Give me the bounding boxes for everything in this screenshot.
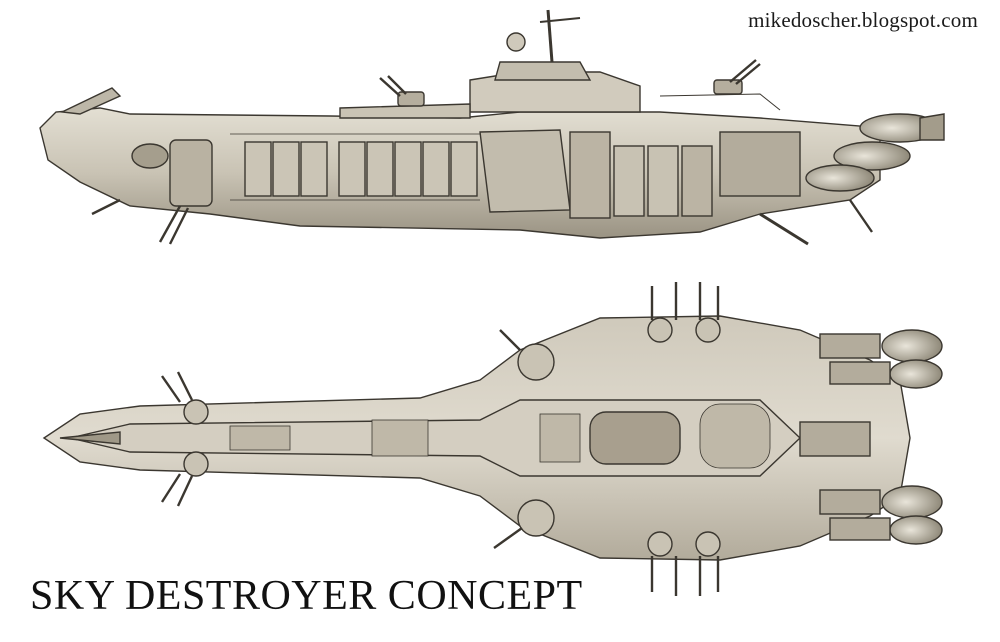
blog-watermark: mikedoscher.blogspot.com	[748, 8, 978, 32]
side-view-ship	[39, 9, 945, 246]
top-view-ship	[42, 282, 943, 596]
concept-title: SKY DESTROYER CONCEPT	[30, 573, 583, 619]
